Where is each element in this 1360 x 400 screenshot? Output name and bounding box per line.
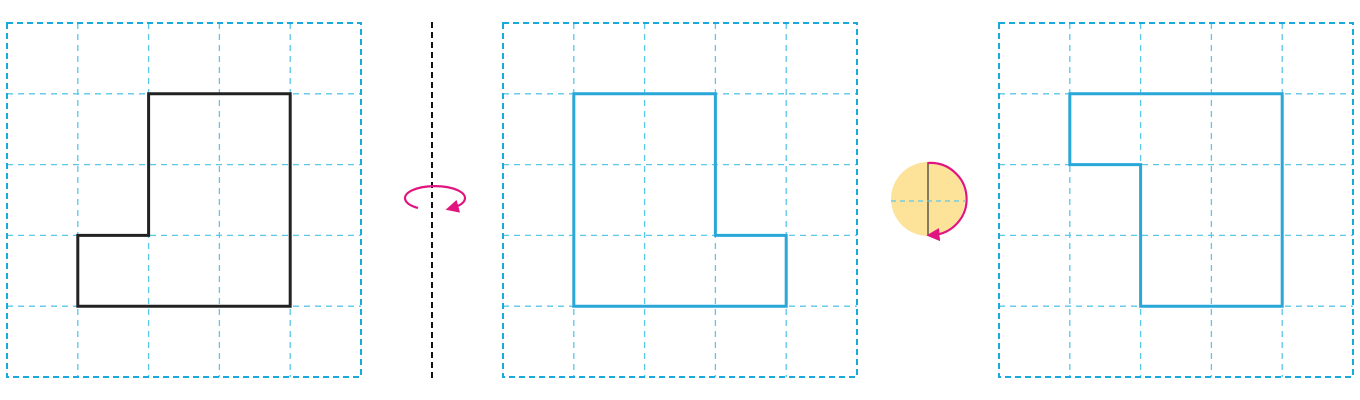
grid-border bbox=[502, 22, 858, 378]
grid-border bbox=[998, 22, 1354, 378]
original-l-shape bbox=[76, 92, 292, 308]
original-shape-grid bbox=[6, 22, 362, 378]
rotated-l-shape bbox=[1068, 92, 1284, 308]
grid-border bbox=[6, 22, 362, 378]
flipped-shape-grid bbox=[502, 22, 858, 378]
half-turn-icon bbox=[891, 161, 968, 242]
flipped-l-shape bbox=[572, 92, 788, 308]
flip-axis-icon bbox=[403, 185, 467, 213]
rotated-shape-grid bbox=[998, 22, 1354, 378]
half-turn-operation bbox=[891, 161, 968, 242]
flip-operation bbox=[403, 22, 467, 378]
